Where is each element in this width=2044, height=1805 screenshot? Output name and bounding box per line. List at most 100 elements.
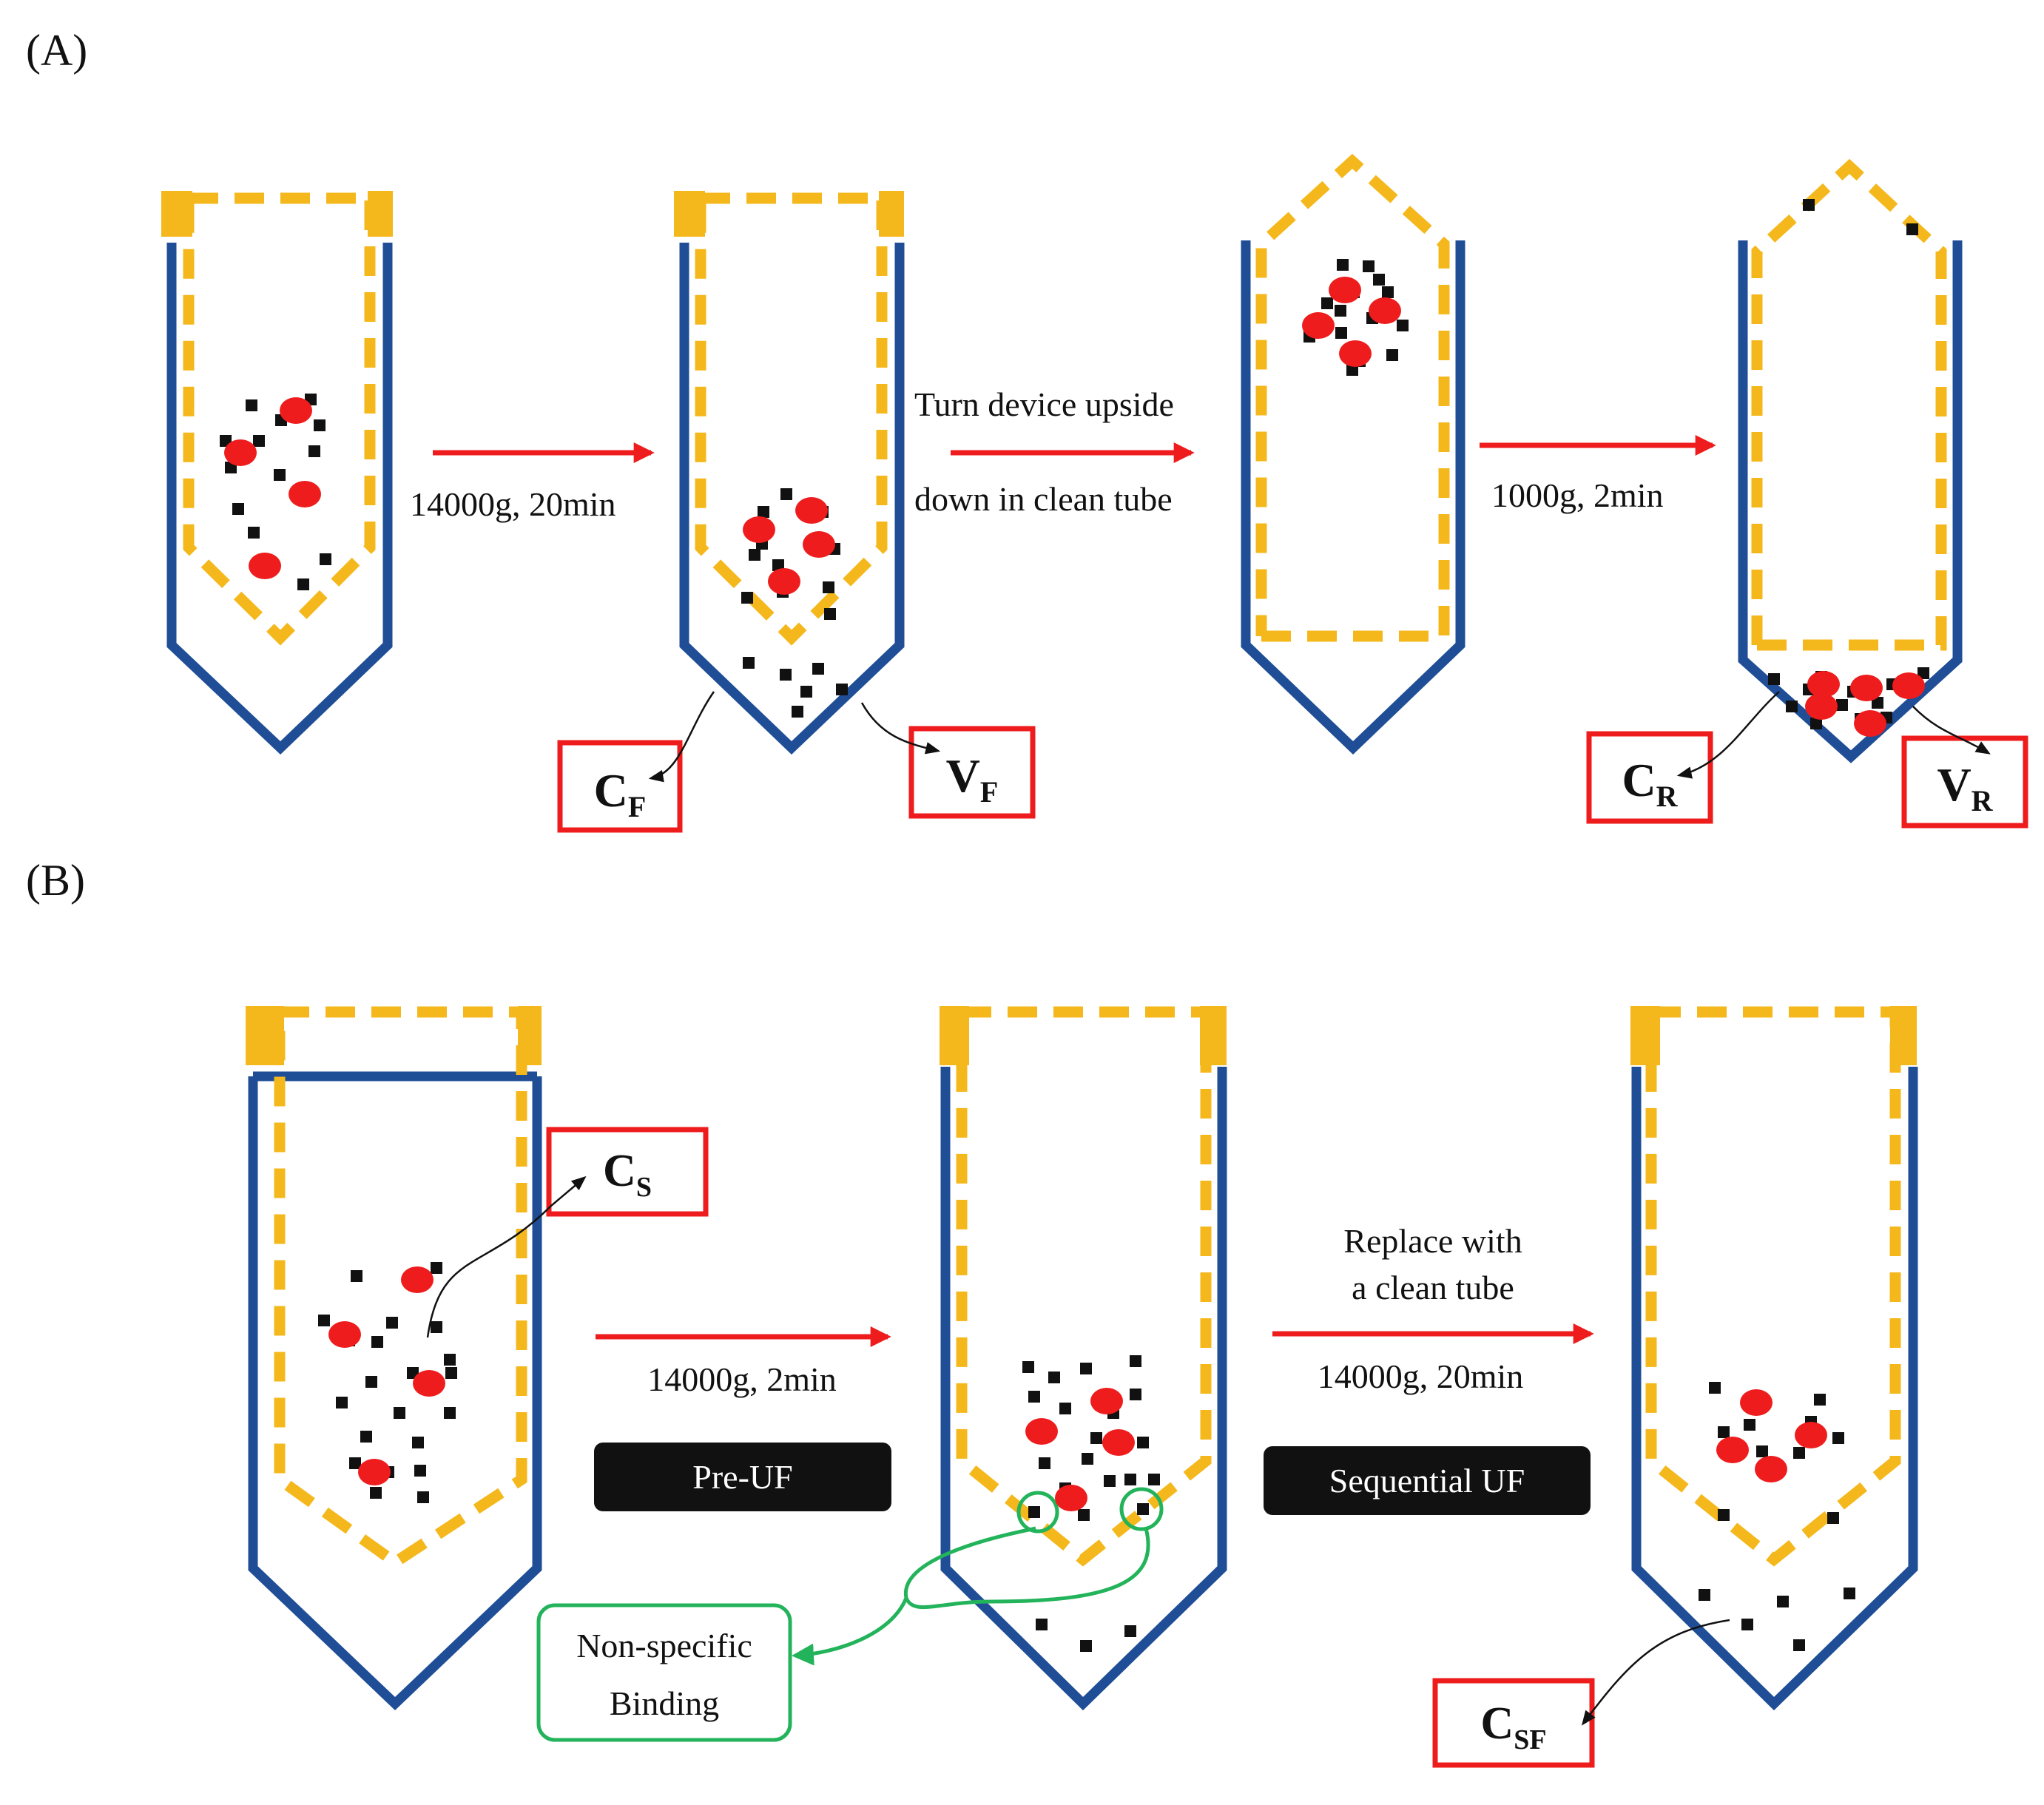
solute-particle bbox=[1827, 1512, 1839, 1524]
solute-particle bbox=[370, 1487, 382, 1499]
solute-particle bbox=[274, 469, 286, 481]
solute-particle bbox=[248, 527, 260, 539]
filter-cap-left bbox=[1630, 1006, 1660, 1065]
solute-particle bbox=[444, 1354, 456, 1366]
solute-particle bbox=[1080, 1363, 1092, 1374]
process-arrows-b bbox=[596, 1323, 1594, 1347]
solute-particle bbox=[1744, 1419, 1755, 1431]
protein-droplet bbox=[413, 1370, 445, 1397]
particle-layer bbox=[220, 199, 1929, 1652]
solute-particle bbox=[1814, 1394, 1826, 1406]
tube-a2 bbox=[674, 191, 905, 755]
badge-pre-uf-label: Pre-UF bbox=[692, 1458, 792, 1496]
box-cs-sub: S bbox=[636, 1172, 652, 1203]
protein-droplet bbox=[224, 439, 257, 466]
solute-particle bbox=[772, 559, 784, 571]
solute-particle bbox=[1699, 1589, 1710, 1601]
solute-particle bbox=[780, 669, 792, 681]
solute-particle bbox=[1335, 305, 1346, 317]
solute-particle bbox=[1718, 1509, 1730, 1521]
solute-particle bbox=[1082, 1453, 1093, 1465]
solute-particle bbox=[1718, 1426, 1730, 1438]
solute-particle bbox=[836, 684, 848, 695]
solute-particle bbox=[394, 1407, 405, 1419]
binding-highlight bbox=[792, 1487, 1164, 1666]
solute-particle bbox=[1148, 1474, 1160, 1485]
tube-a4 bbox=[1738, 158, 1963, 763]
solute-particle bbox=[1793, 1639, 1805, 1651]
solute-particle bbox=[1872, 697, 1883, 709]
box-vr-main: V bbox=[1937, 758, 1971, 811]
solute-particle bbox=[246, 399, 257, 411]
solute-particle bbox=[800, 686, 812, 698]
solute-particle bbox=[1768, 673, 1780, 685]
protein-droplet bbox=[1302, 312, 1335, 339]
protein-droplet bbox=[1854, 710, 1886, 737]
box-vr: VR bbox=[1901, 735, 2028, 829]
solute-particle bbox=[1777, 1596, 1789, 1607]
box-vr-sub: R bbox=[1972, 784, 1994, 817]
filter-cap-right bbox=[1200, 1006, 1227, 1065]
solute-particle bbox=[812, 663, 824, 675]
filter-cap-right bbox=[518, 1006, 542, 1065]
solute-particle bbox=[823, 581, 834, 593]
protein-droplet bbox=[328, 1321, 361, 1348]
solute-particle bbox=[1709, 1382, 1721, 1394]
tube-a1 bbox=[161, 191, 393, 755]
solute-particle bbox=[1137, 1503, 1149, 1515]
tube-b3 bbox=[1630, 1006, 1918, 1711]
step-b2-label-line2: a clean tube bbox=[1352, 1269, 1514, 1306]
protein-droplet bbox=[768, 568, 800, 595]
solute-particle bbox=[431, 1321, 442, 1333]
protein-droplet bbox=[1850, 675, 1883, 701]
protein-droplet bbox=[1329, 277, 1361, 303]
solute-particle bbox=[1078, 1509, 1090, 1521]
solute-particle bbox=[1382, 286, 1394, 298]
solute-particle bbox=[1363, 260, 1375, 272]
tube-b1 bbox=[246, 1006, 542, 1710]
solute-particle bbox=[743, 657, 755, 669]
badge-sequential-uf-label: Sequential UF bbox=[1329, 1462, 1525, 1499]
solute-particle bbox=[1386, 349, 1398, 361]
protein-droplet bbox=[1369, 297, 1401, 324]
pointer-arrows-a bbox=[648, 691, 1991, 783]
badge-pre-uf: Pre-UF bbox=[594, 1443, 891, 1511]
solute-particle bbox=[758, 506, 769, 518]
tube-b2 bbox=[940, 1006, 1227, 1711]
solute-particle bbox=[1130, 1389, 1141, 1400]
protein-droplet bbox=[1805, 693, 1838, 720]
solute-particle bbox=[308, 445, 320, 457]
filter-cap-left bbox=[674, 191, 705, 237]
step-a3-label: 1000g, 2min bbox=[1491, 476, 1664, 514]
badge-sequential-uf: Sequential UF bbox=[1264, 1446, 1591, 1515]
solute-particle bbox=[320, 553, 331, 565]
box-cr-main: C bbox=[1622, 754, 1656, 806]
solute-particle bbox=[741, 592, 753, 604]
solute-particle bbox=[780, 488, 792, 500]
solute-particle bbox=[749, 549, 760, 561]
solute-particle bbox=[349, 1457, 361, 1469]
protein-droplet bbox=[1755, 1456, 1787, 1482]
solute-particle bbox=[1803, 199, 1815, 211]
solute-particle bbox=[1786, 701, 1798, 712]
protein-droplet bbox=[795, 497, 828, 524]
note-line-1: Non-specific bbox=[576, 1627, 752, 1664]
solute-particle bbox=[1917, 667, 1929, 679]
filter-cap-right bbox=[1890, 1006, 1917, 1065]
filter-cap-left bbox=[940, 1006, 969, 1065]
protein-droplet bbox=[803, 531, 835, 558]
solute-particle bbox=[1793, 1447, 1805, 1459]
process-arrows-a bbox=[433, 435, 1716, 463]
svg-text:CS: CS bbox=[603, 1146, 652, 1203]
solute-particle bbox=[1832, 1432, 1844, 1444]
svg-text:VF: VF bbox=[946, 749, 999, 809]
box-cs-main: C bbox=[603, 1146, 636, 1196]
solute-particle bbox=[1028, 1391, 1040, 1403]
protein-droplet bbox=[1339, 340, 1372, 367]
protein-droplet bbox=[401, 1266, 434, 1293]
solute-particle bbox=[1844, 1588, 1855, 1599]
protein-droplet bbox=[1090, 1388, 1123, 1414]
protein-droplet bbox=[1025, 1418, 1058, 1445]
solute-particle bbox=[1756, 1445, 1768, 1457]
